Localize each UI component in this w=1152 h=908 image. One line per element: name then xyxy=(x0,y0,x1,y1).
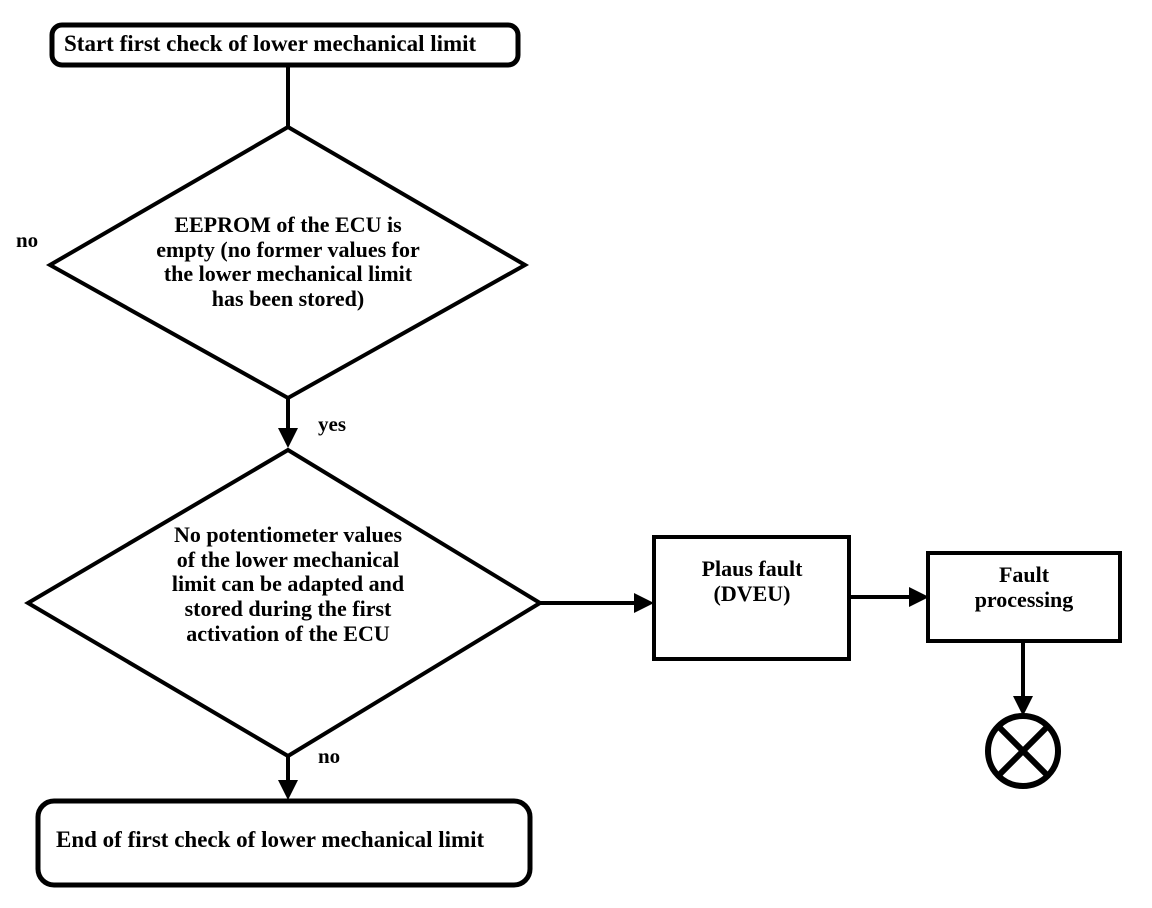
edge-label-decision-1-no: no xyxy=(16,228,39,252)
edge-label-decision-1-yes: yes xyxy=(318,412,346,436)
arrowhead-end-in xyxy=(278,780,298,800)
arrowhead-fault-processing-in xyxy=(909,587,929,607)
edge-label-decision-2-no: no xyxy=(318,744,341,768)
arrowhead-plaus-fault-in xyxy=(634,593,654,613)
arrowhead-decision-1-yes xyxy=(278,428,298,448)
terminator-cross-stroke-2 xyxy=(995,723,1051,779)
fault-processing-node-shape[interactable] xyxy=(926,551,1122,643)
decision-1-shape[interactable] xyxy=(45,124,530,401)
arrowhead-terminator-in xyxy=(1013,696,1033,716)
decision-2-shape[interactable] xyxy=(24,447,544,759)
start-node-shape[interactable] xyxy=(49,22,521,68)
end-node-shape[interactable] xyxy=(35,798,533,888)
plaus-fault-node-shape[interactable] xyxy=(652,535,851,661)
